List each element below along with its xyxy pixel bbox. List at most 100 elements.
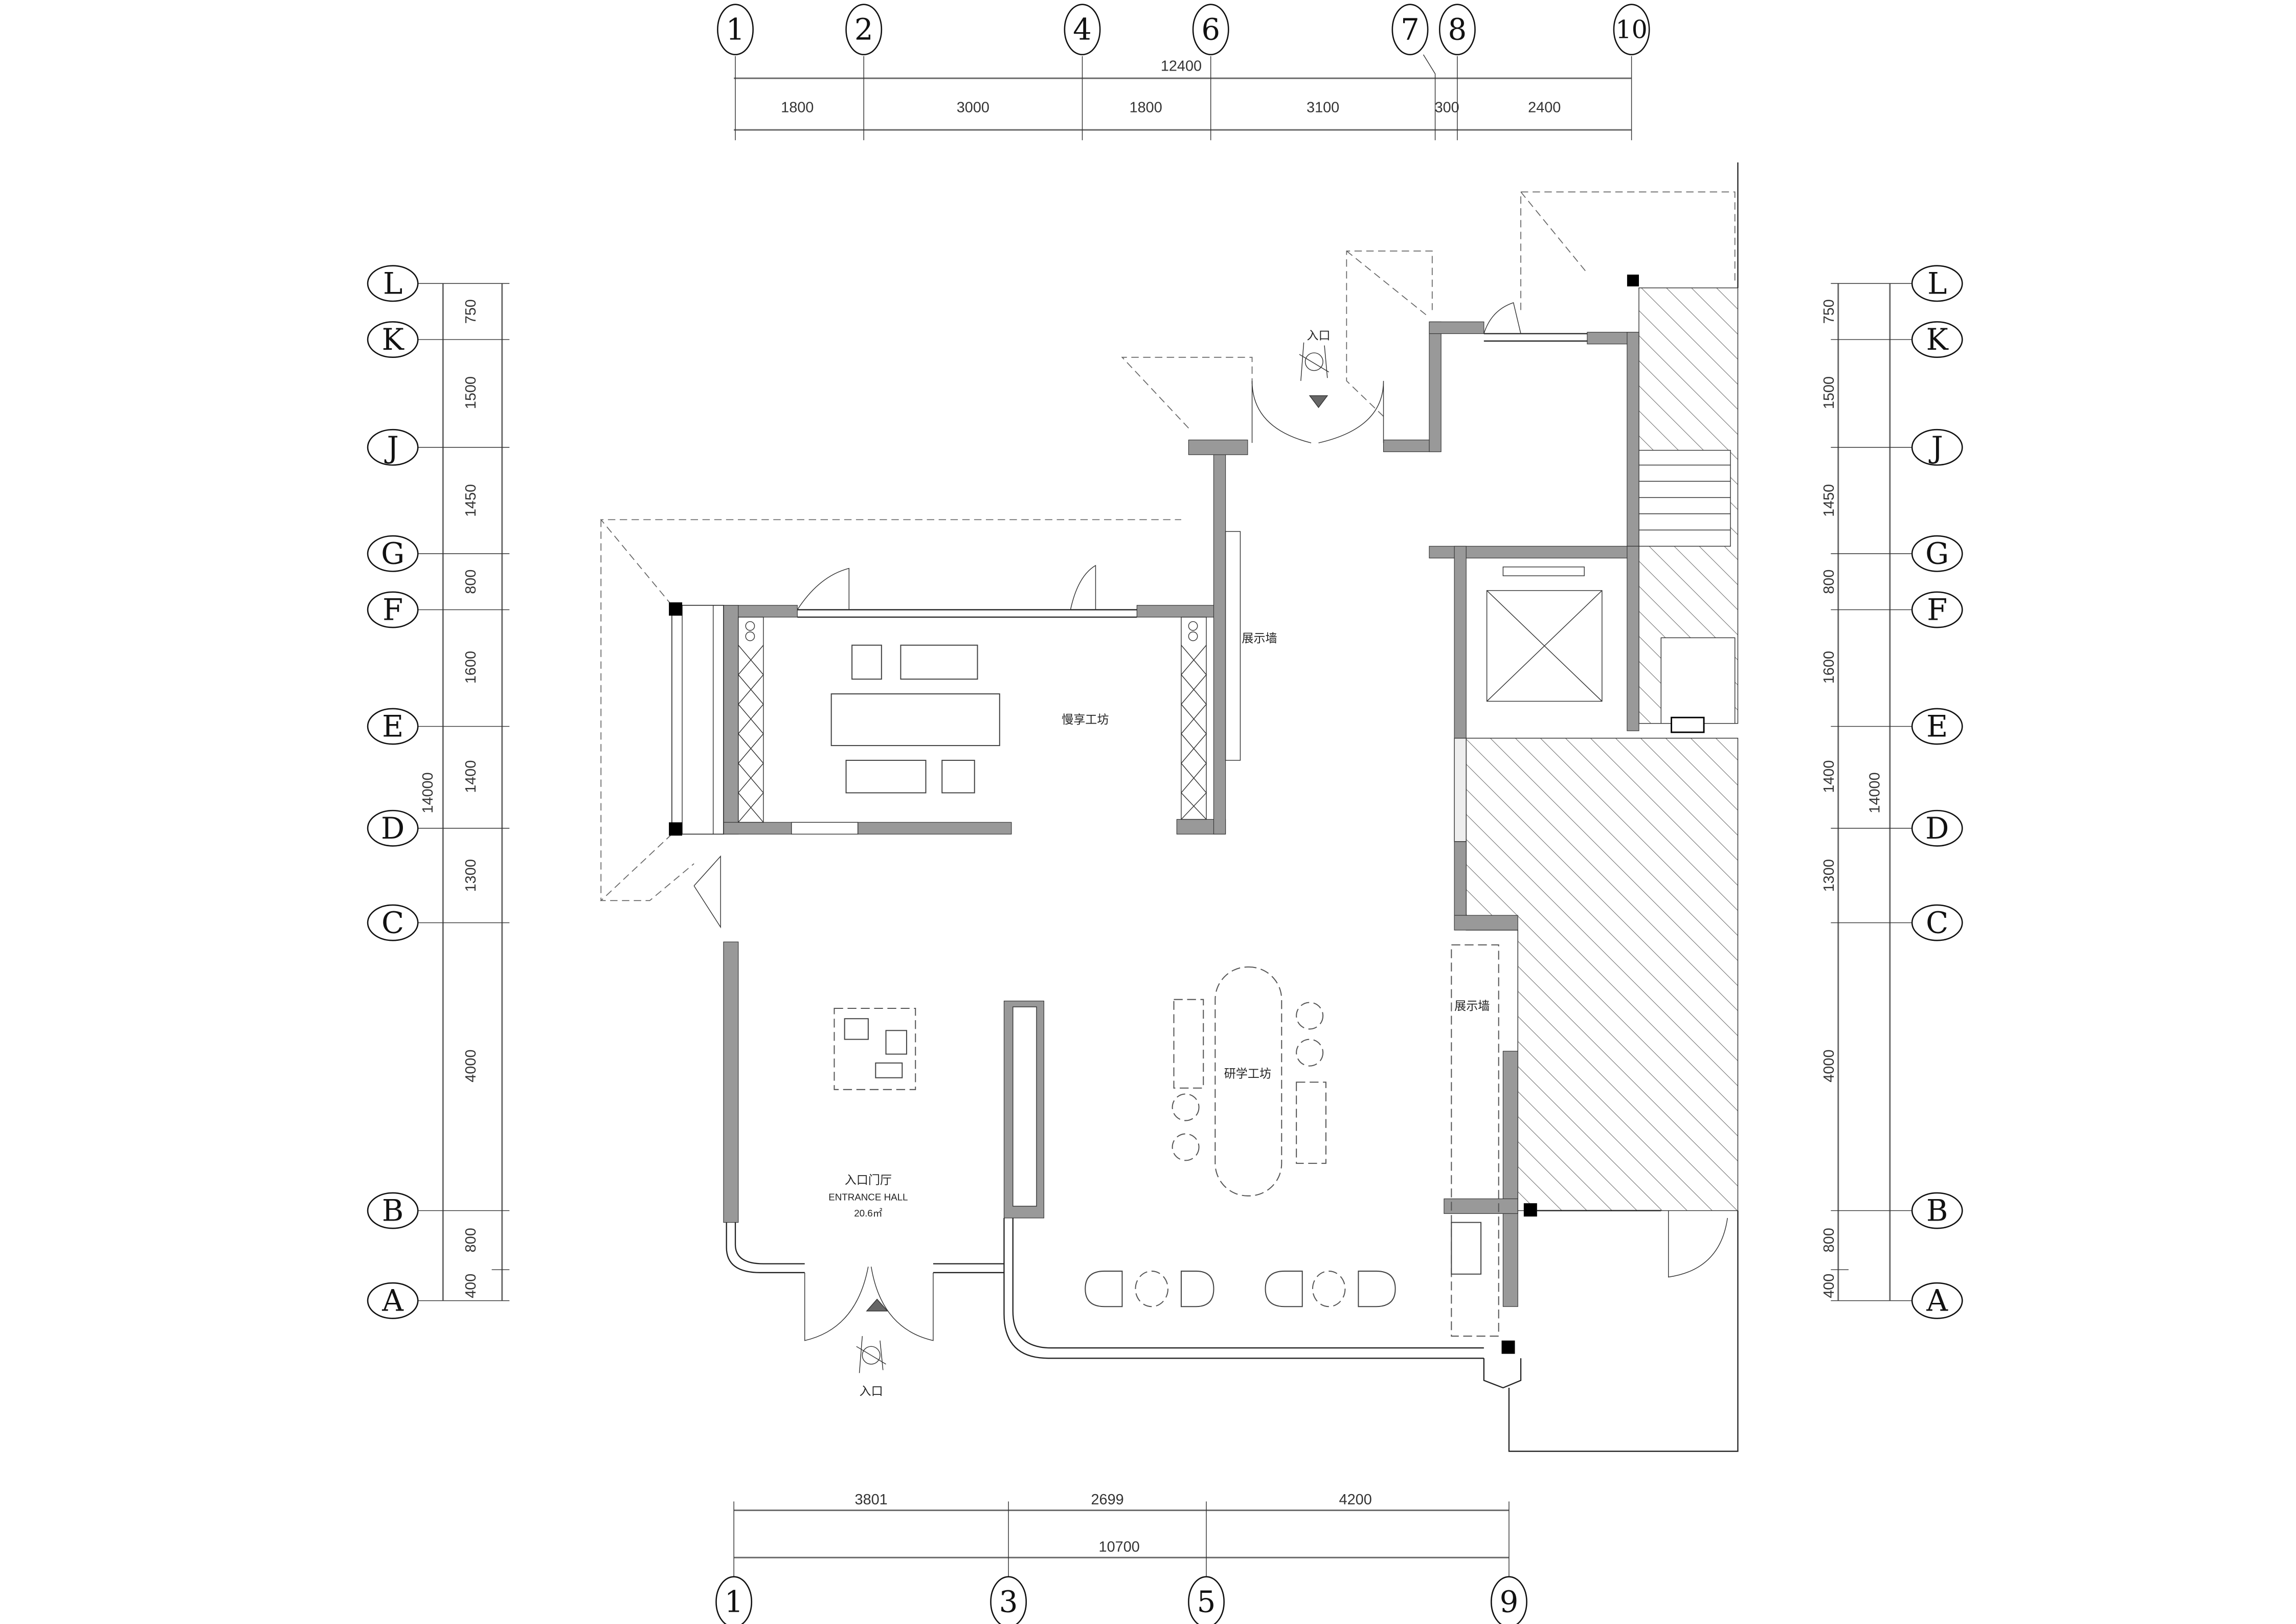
axis-bubble-10: 10	[1613, 4, 1650, 56]
axis-label: 1	[726, 12, 745, 47]
dimension: 800	[1821, 570, 1837, 594]
dimension: 1450	[1821, 484, 1837, 517]
axis-bubble-K: K	[1911, 321, 1963, 358]
axis-label: G	[1925, 536, 1949, 571]
dimension: 750	[1821, 299, 1837, 324]
axis-label: 7	[1401, 12, 1420, 47]
room-label-entrance-hall: 入口门厅	[845, 1174, 892, 1187]
axis-label: C	[381, 906, 404, 940]
dimension: 1450	[463, 484, 479, 517]
seating-row	[1085, 1270, 1396, 1307]
dimension: 4000	[463, 1050, 479, 1082]
axis-bubble-K: K	[367, 321, 419, 358]
dimension: 1800	[1130, 99, 1162, 116]
room-area: 20.6㎡	[854, 1207, 882, 1219]
lounge-set	[834, 1007, 916, 1090]
axis-bubble-6: 6	[1192, 4, 1229, 56]
top-axis-grid: 1 2 4 6 7 8 10 12400 1800 3000 1800 3100…	[717, 4, 1650, 141]
axis-label: C	[1926, 906, 1948, 940]
dimension: 3801	[855, 1492, 888, 1508]
right-axis-grid: L K J G F E D C B A 14000 750 1500 1450 …	[1821, 265, 1963, 1319]
axis-bubble-G: G	[367, 535, 419, 572]
axis-label: J	[1929, 430, 1943, 465]
axis-bubble-G: G	[1911, 535, 1963, 572]
axis-label: 9	[1500, 1585, 1519, 1619]
dimension: 1300	[463, 859, 479, 892]
axis-bubble-C: C	[367, 904, 419, 941]
axis-bubble-4: 4	[1064, 4, 1101, 56]
dimension: 1600	[1821, 651, 1837, 684]
axis-bubble-5: 5	[1188, 1576, 1225, 1624]
entrance-label: 入口	[1307, 329, 1330, 343]
entry-arrow-icon	[1309, 395, 1329, 409]
entry-arrow-icon	[866, 1298, 888, 1312]
axis-bubble-2: 2	[845, 4, 883, 56]
axis-bubble-J: J	[1911, 428, 1963, 466]
axis-label: D	[1925, 811, 1949, 846]
axis-bubble-A: A	[1911, 1282, 1963, 1319]
dimension: 400	[463, 1274, 479, 1298]
axis-label: E	[1926, 709, 1948, 744]
room-label-entrance-hall-en: ENTRANCE HALL	[828, 1191, 908, 1202]
dimension: 2400	[1528, 99, 1561, 116]
axis-label: A	[381, 1283, 404, 1318]
axis-bubble-1: 1	[717, 4, 754, 56]
dimension: 800	[463, 1228, 479, 1252]
dimension: 1600	[463, 651, 479, 684]
axis-label: 2	[854, 12, 873, 47]
axis-label: A	[1926, 1283, 1948, 1318]
dimension-overall: 14000	[1867, 772, 1883, 813]
axis-bubble-L: L	[1911, 265, 1963, 302]
axis-bubble-E: E	[1911, 708, 1963, 745]
cabinet	[737, 617, 1467, 842]
display-wall	[1225, 531, 1241, 761]
axis-label: 5	[1197, 1585, 1216, 1619]
walls	[669, 275, 1639, 1354]
axis-bubble-8: 8	[1438, 4, 1476, 56]
axis-bubble-F: F	[1911, 591, 1963, 628]
axis-label: B	[382, 1193, 403, 1228]
canopy-outline	[600, 191, 1736, 901]
axis-label: G	[381, 536, 404, 571]
room-label-display-wall: 展示墙	[1242, 632, 1277, 645]
dimension: 1400	[463, 760, 479, 793]
room-label-display-wall: 展示墙	[1454, 1000, 1490, 1013]
axis-bubble-C: C	[1911, 904, 1963, 941]
dimension: 400	[1821, 1274, 1837, 1298]
furniture	[830, 644, 1000, 794]
axis-label: K	[382, 322, 404, 357]
dimension: 4000	[1821, 1050, 1837, 1082]
dimension: 800	[463, 570, 479, 594]
elevator	[1486, 566, 1705, 733]
axis-bubble-F: F	[367, 591, 419, 628]
staircase	[1638, 449, 1736, 724]
dimension-overall: 12400	[1161, 58, 1202, 75]
dimension: 1400	[1821, 760, 1837, 793]
axis-bubble-1: 1	[715, 1576, 753, 1624]
axis-bubble-B: B	[1911, 1192, 1963, 1229]
axis-bubble-E: E	[367, 708, 419, 745]
axis-bubble-9: 9	[1491, 1576, 1527, 1624]
axis-bubble-L: L	[367, 265, 419, 302]
axis-label: 1	[725, 1585, 744, 1619]
dimension: 1500	[1821, 376, 1837, 409]
dimension: 1800	[781, 99, 814, 116]
dimension: 750	[463, 299, 479, 324]
axis-bubble-3: 3	[990, 1576, 1027, 1624]
axis-label: L	[383, 266, 402, 301]
dimension: 1500	[463, 376, 479, 409]
dimension: 4200	[1339, 1492, 1372, 1508]
axis-label: 10	[1615, 15, 1647, 44]
axis-label: J	[385, 430, 399, 465]
axis-bubble-A: A	[367, 1282, 419, 1319]
axis-label: D	[381, 811, 404, 846]
axis-bubble-7: 7	[1391, 4, 1429, 56]
axis-bubble-D: D	[1911, 809, 1963, 847]
axis-label: 6	[1201, 12, 1220, 47]
doors	[693, 302, 1728, 1341]
dimension: 300	[1435, 99, 1459, 116]
axis-label: B	[1926, 1193, 1948, 1228]
dimension-overall: 10700	[1099, 1539, 1140, 1555]
dimension: 3000	[957, 99, 989, 116]
